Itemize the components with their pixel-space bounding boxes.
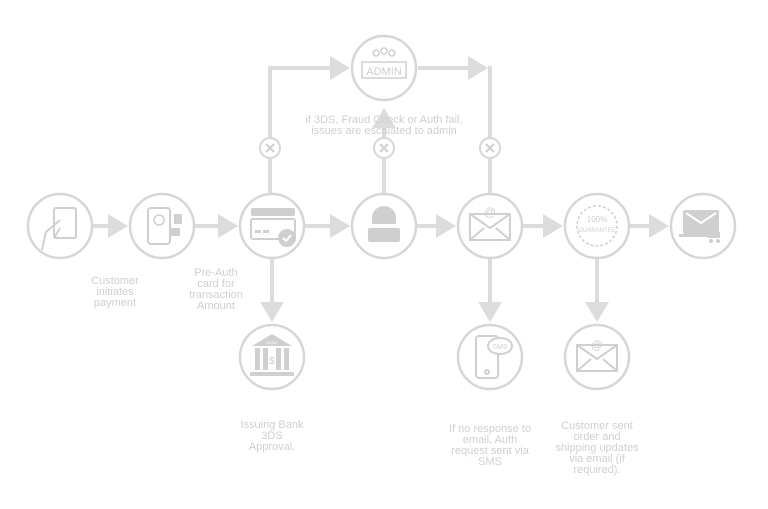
x-circle-icon (479, 137, 501, 159)
caption-line: issues are escalated to admin (311, 125, 457, 137)
label-line: transaction (189, 289, 243, 301)
bank-icon: $ BANK (250, 334, 294, 376)
label-line: card for (197, 278, 235, 290)
label-line: required). (573, 464, 621, 476)
caption-line: if 3DS, Fraud Check or Auth fail, (305, 114, 463, 126)
step-label-preauth: Pre-Auth card for transaction Amount (176, 268, 256, 312)
label-line: request sent via (451, 445, 529, 457)
label-line: Customer (91, 275, 139, 287)
label-line: via email (if (569, 453, 625, 465)
label-line: email, Auth (462, 434, 518, 446)
svg-text:BANK: BANK (267, 340, 278, 345)
admin-icon: ADMIN (361, 47, 407, 79)
svg-text:ADMIN: ADMIN (366, 66, 402, 78)
laptop-cart-icon (679, 210, 720, 243)
email-icon: @ (469, 205, 511, 241)
fail-markers (259, 137, 501, 159)
phone-lock-icon (147, 207, 182, 245)
step-label-customer: Customer initiates payment (75, 276, 155, 309)
label-line: payment (93, 297, 137, 309)
label-line: order and (573, 431, 621, 443)
branch-label-sms: If no response to email, Auth request se… (440, 424, 540, 468)
x-circle-icon (259, 137, 281, 159)
svg-text:GUARANTEE: GUARANTEE (578, 228, 615, 234)
label-line: Issuing Bank (240, 419, 304, 431)
label-line: 3DS (261, 430, 283, 442)
label-line: SMS (478, 456, 502, 468)
email-icon: @ (576, 338, 618, 372)
svg-text:@: @ (591, 338, 603, 352)
svg-text:$: $ (269, 356, 275, 367)
label-line: If no response to (449, 423, 531, 435)
svg-text:@: @ (484, 205, 496, 219)
admin-caption: if 3DS, Fraud Check or Auth fail, issues… (254, 115, 514, 137)
label-line: Customer sent (561, 420, 633, 432)
guarantee-badge-icon: 100% GUARANTEE (576, 205, 618, 247)
svg-text:100%: 100% (587, 215, 607, 224)
branch-label-email: Customer sent order and shipping updates… (547, 421, 647, 476)
hacker-icon (368, 206, 400, 242)
label-line: shipping updates (555, 442, 639, 454)
label-line: Approval. (248, 441, 296, 453)
label-line: Amount (197, 300, 235, 312)
svg-text:SMS: SMS (492, 344, 508, 351)
card-check-icon (250, 208, 296, 247)
label-line: Pre-Auth (194, 267, 238, 279)
label-line: initiates (96, 286, 134, 298)
hand-card-icon (41, 207, 77, 251)
branch-label-bank: Issuing Bank 3DS Approval. (222, 420, 322, 453)
x-circle-icon (373, 137, 395, 159)
sms-phone-icon: SMS (475, 335, 513, 379)
